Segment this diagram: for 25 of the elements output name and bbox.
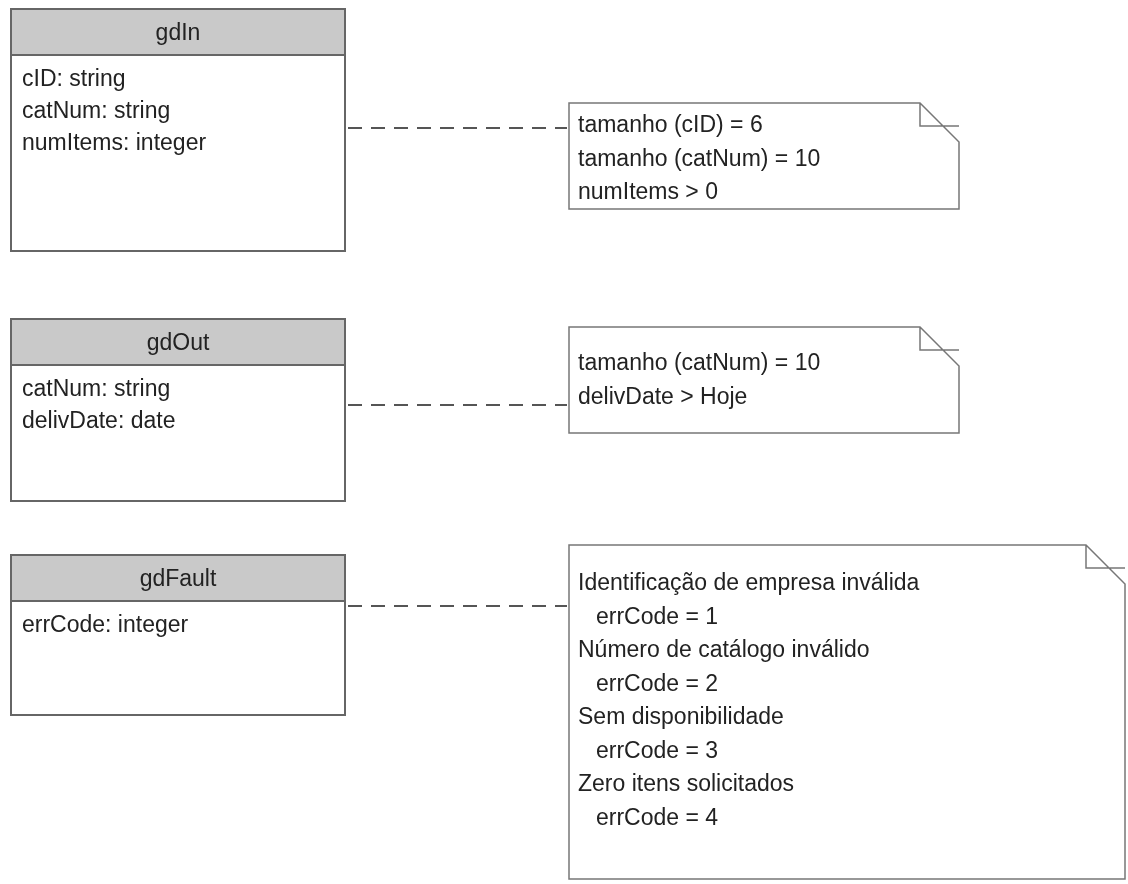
- dashed-connector: [347, 605, 568, 607]
- attribute-text: delivDate: date: [22, 406, 176, 435]
- attribute-text: errCode: integer: [22, 610, 189, 639]
- attribute-text: catNum: string: [22, 374, 171, 403]
- constraint-text: delivDate > Hoje: [578, 381, 748, 411]
- constraint-text: Número de catálogo inválido: [578, 635, 870, 664]
- constraint-text: numItems > 0: [578, 177, 718, 206]
- constraint-text: Sem disponibilidade: [578, 702, 784, 731]
- constraint-text: errCode = 3: [596, 735, 719, 765]
- attribute-text: numItems: integer: [22, 128, 207, 157]
- attribute-text: cID: string: [22, 64, 126, 93]
- class-name: gdOut: [146, 328, 210, 357]
- constraint-text: Zero itens solicitados: [578, 769, 795, 798]
- constraint-text: errCode = 2: [596, 668, 719, 698]
- constraint-text: errCode = 4: [596, 802, 719, 832]
- dashed-connector: [347, 404, 568, 406]
- attribute-text: catNum: string: [22, 96, 171, 125]
- constraint-text: errCode = 1: [596, 601, 719, 631]
- constraint-text: tamanho (catNum) = 10: [578, 348, 821, 377]
- constraint-text: tamanho (cID) = 6: [578, 110, 763, 139]
- dashed-connector: [347, 127, 568, 129]
- constraint-text: Identificação de empresa inválida: [578, 568, 920, 597]
- class-name: gdFault: [139, 564, 217, 593]
- constraint-text: tamanho (catNum) = 10: [578, 143, 821, 173]
- class-name: gdIn: [155, 18, 201, 47]
